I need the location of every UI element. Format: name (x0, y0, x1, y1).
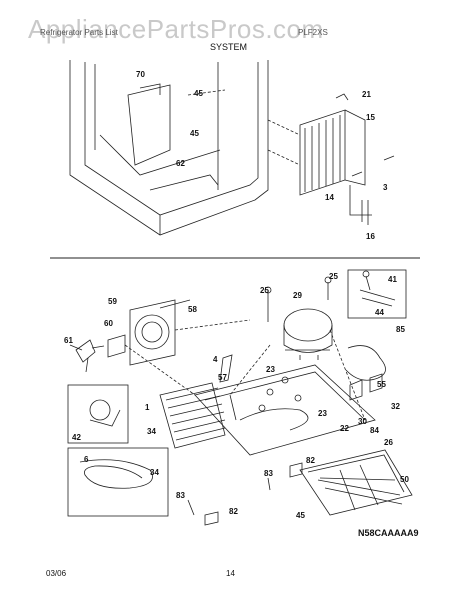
callout-label: 83 (176, 491, 185, 500)
callout-label: 50 (400, 475, 409, 484)
callout-label: 34 (150, 468, 159, 477)
callout-label: 45 (194, 89, 203, 98)
callout-label: 16 (366, 232, 375, 241)
callout-label: 1 (145, 403, 150, 412)
watermark: AppliancePartsPros.com (28, 14, 324, 44)
callout-label: 44 (375, 308, 384, 317)
callout-label: 58 (188, 305, 197, 314)
callout-label: 45 (190, 129, 199, 138)
callout-label: 23 (266, 365, 275, 374)
callout-label: 34 (147, 427, 156, 436)
header-model-number: PLF2XS (298, 28, 328, 37)
callout-label: 29 (293, 291, 302, 300)
callout-label: 15 (366, 113, 375, 122)
callout-label: 3 (383, 183, 388, 192)
callout-label: 23 (318, 409, 327, 418)
callout-label: 14 (325, 193, 334, 202)
callout-label: 4 (213, 355, 218, 364)
callout-label: 6 (84, 455, 89, 464)
callout-label: 21 (362, 90, 371, 99)
callout-label: 30 (358, 417, 367, 426)
section-title: SYSTEM (210, 42, 248, 52)
callout-label: 22 (340, 424, 349, 433)
callout-label: 82 (306, 456, 315, 465)
callout-label: 82 (229, 507, 238, 516)
callout-label: 84 (370, 426, 379, 435)
callout-label: 57 (218, 373, 227, 382)
callout-label: 45 (296, 511, 305, 520)
callout-label: 42 (72, 433, 81, 442)
callout-label: 32 (391, 402, 400, 411)
callout-label: 61 (64, 336, 73, 345)
callout-label: 55 (377, 380, 386, 389)
footer-page-number: 14 (226, 569, 235, 578)
callout-label: 25 (329, 272, 338, 281)
callout-label: 85 (396, 325, 405, 334)
diagram-code: N58CAAAAA9 (358, 528, 419, 538)
footer-date: 03/06 (46, 569, 67, 578)
callout-label: 83 (264, 469, 273, 478)
callout-label: 62 (176, 159, 185, 168)
callout-label: 41 (388, 275, 397, 284)
callout-label: 70 (136, 70, 145, 79)
callout-label: 26 (384, 438, 393, 447)
callout-label: 60 (104, 319, 113, 328)
callout-label: 25 (260, 286, 269, 295)
callout-label: 59 (108, 297, 117, 306)
header-model-label: Refrigerator Parts List (40, 28, 118, 37)
